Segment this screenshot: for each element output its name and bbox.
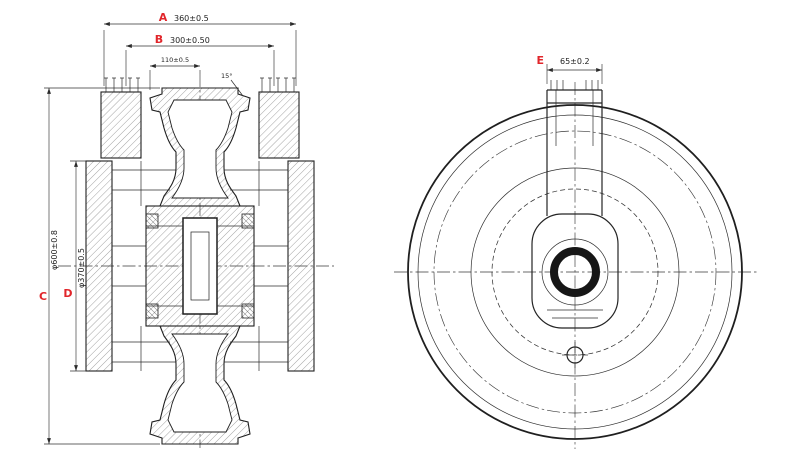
hub-step-lines xyxy=(146,225,254,307)
axle-shaft xyxy=(190,231,210,301)
dim-e-value: 65±0.2 xyxy=(560,57,590,66)
dim-d-label: D xyxy=(63,287,72,300)
grease-hole-centerlines xyxy=(562,342,588,368)
bracket-arm xyxy=(546,89,603,216)
dim-e-extension-lines xyxy=(546,64,603,84)
seal-top-right xyxy=(241,213,255,229)
dim-top-value: 110±0.5 xyxy=(161,56,189,64)
angle-callout: 15° xyxy=(221,72,244,97)
dim-c-label: C xyxy=(39,290,47,303)
dim-a-label: A xyxy=(159,11,168,24)
rim-inner-circle xyxy=(417,114,733,430)
left-side-plate xyxy=(85,160,113,372)
right-mounting-post xyxy=(258,91,300,159)
dim-a-value: 360±0.5 xyxy=(174,14,209,23)
dim-a-extension-lines xyxy=(103,30,297,86)
post-studs xyxy=(104,77,296,92)
dim-b-label: B xyxy=(155,33,163,46)
dim-c-extension-lines xyxy=(44,87,160,445)
section-view: A 360±0.5 B 300±0.50 110±0.5 15° φ600±0.… xyxy=(39,11,334,448)
dimension-c: φ600±0.8 C xyxy=(39,87,160,445)
hub-boss-outline xyxy=(531,213,619,329)
tread-pitch-circle xyxy=(433,130,717,414)
dimension-a: A 360±0.5 xyxy=(103,11,297,86)
hub-face-circle xyxy=(541,238,609,306)
right-side-plate xyxy=(287,160,315,372)
seal-bottom-right xyxy=(241,303,255,319)
boss-chord-lines xyxy=(547,309,603,319)
bracket-arm-inner-lines xyxy=(555,90,594,146)
dim-d-extension-lines xyxy=(70,160,86,372)
center-bore xyxy=(550,247,600,297)
outer-diameter-circle xyxy=(407,104,743,440)
seal-top-left xyxy=(145,213,159,229)
dimension-e: E 65±0.2 xyxy=(536,54,603,84)
upper-rim-cavity xyxy=(167,99,233,199)
dim-e-label: E xyxy=(536,54,544,67)
dim-b-extension-lines xyxy=(125,50,275,86)
lower-rim-cavity xyxy=(167,333,233,433)
dim-d-value: φ370±0.5 xyxy=(77,248,86,288)
dim-c-value: φ600±0.8 xyxy=(50,230,59,270)
dimension-b: B 300±0.50 xyxy=(125,33,275,86)
bracket-studs xyxy=(550,80,599,90)
angle-leader-line xyxy=(230,79,244,97)
left-mounting-post xyxy=(100,91,142,159)
dim-top-extension-lines xyxy=(149,70,201,90)
angle-value: 15° xyxy=(221,72,233,80)
web-structure-lines xyxy=(112,161,288,371)
dimension-top: 110±0.5 xyxy=(149,56,201,90)
dimension-d: φ370±0.5 D xyxy=(63,160,86,372)
front-view: E 65±0.2 xyxy=(394,54,757,449)
web-circle xyxy=(470,167,680,377)
dim-b-value: 300±0.50 xyxy=(170,36,210,45)
seal-bottom-left xyxy=(145,303,159,319)
